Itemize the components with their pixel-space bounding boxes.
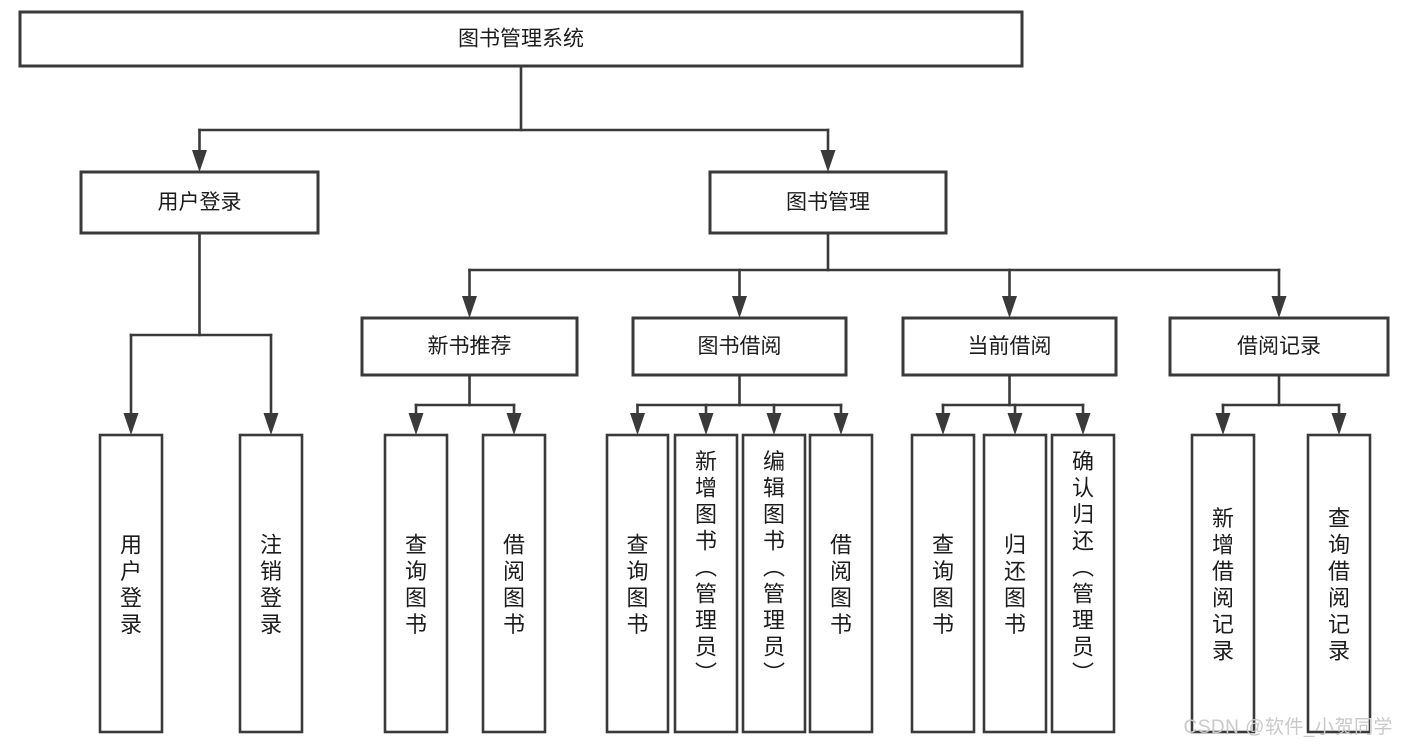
node-leaf-query-book-1[interactable]: 查询图书 [383,433,449,734]
arrow-to-leaf-confirm-return [1075,403,1091,435]
connector-layer [123,64,1347,435]
node-current-borrow-label: 当前借阅 [968,335,1052,358]
node-user-login[interactable]: 用户登录 [79,170,320,235]
node-leaf-borrow-book-1[interactable]: 借阅图书 [481,433,547,734]
arrow-to-user-login [192,128,207,172]
node-leaf-borrow-book-2[interactable]: 借阅图书 [808,433,874,734]
node-borrow-record[interactable]: 借阅记录 [1168,316,1390,377]
node-leaf-add-book[interactable]: 新增图书︵管理员︶ [673,433,739,734]
node-leaf-query-record-label: 查询借阅记录 [1328,506,1350,664]
node-new-book-rec-label: 新书推荐 [428,335,512,358]
arrow-to-leaf-borrow-book-2 [833,403,849,435]
node-user-login-label: 用户登录 [158,191,242,214]
node-leaf-borrow-book-1-label: 借阅图书 [503,533,525,638]
node-leaf-logout-label: 注销登录 [260,533,282,638]
node-leaf-edit-book-label: 编辑图书︵管理员︶ [763,449,785,686]
node-leaf-add-record-label: 新增借阅记录 [1212,506,1234,664]
arrow-to-book-manage [820,128,836,172]
node-leaf-confirm-return-label: 确认归还︵管理员︶ [1072,449,1094,686]
arrow-to-leaf-query-book-2 [630,403,645,435]
node-leaf-query-book-2-label: 查询图书 [626,533,648,638]
node-current-borrow[interactable]: 当前借阅 [901,316,1118,377]
arrow-to-leaf-add-record [1215,403,1231,435]
arrow-to-leaf-user-login [123,333,139,435]
node-leaf-user-login[interactable]: 用户登录 [98,433,164,734]
node-borrow-record-label: 借阅记录 [1237,335,1321,358]
node-root[interactable]: 图书管理系统 [18,10,1024,68]
arrow-to-leaf-add-book [698,403,714,435]
node-book-borrow-label: 图书借阅 [698,335,782,358]
node-new-book-rec[interactable]: 新书推荐 [360,316,579,377]
arrow-to-book-borrow [732,268,747,318]
node-leaf-confirm-return[interactable]: 确认归还︵管理员︶ [1050,433,1116,734]
node-leaf-query-book-1-label: 查询图书 [405,533,427,638]
arrow-to-new-book-rec [462,268,477,318]
arrow-to-leaf-query-book-3 [935,403,951,435]
node-leaf-add-book-label: 新增图书︵管理员︶ [695,449,717,686]
node-book-borrow[interactable]: 图书借阅 [631,316,848,377]
node-leaf-user-login-label: 用户登录 [120,533,142,638]
node-leaf-query-book-3[interactable]: 查询图书 [910,433,976,734]
node-leaf-edit-book[interactable]: 编辑图书︵管理员︶ [741,433,807,734]
node-leaf-return-book[interactable]: 归还图书 [982,433,1048,734]
node-leaf-logout[interactable]: 注销登录 [238,433,304,734]
node-leaf-borrow-book-2-label: 借阅图书 [830,533,852,638]
node-leaf-add-record[interactable]: 新增借阅记录 [1190,433,1256,734]
node-book-manage-label: 图书管理 [786,191,870,214]
node-leaf-query-book-3-label: 查询图书 [932,533,954,638]
node-leaf-query-record[interactable]: 查询借阅记录 [1306,433,1372,734]
arrow-to-borrow-record [1271,268,1287,318]
arrow-to-leaf-edit-book [766,403,782,435]
node-leaf-return-book-label: 归还图书 [1004,533,1026,638]
arrow-to-leaf-borrow-book-1 [506,403,522,435]
node-layer: 图书管理系统用户登录图书管理新书推荐图书借阅当前借阅借阅记录用户登录注销登录查询… [18,10,1390,734]
node-root-label: 图书管理系统 [458,28,584,51]
arrow-to-leaf-query-record [1331,403,1347,435]
arrow-to-leaf-query-book-1 [408,403,424,435]
node-book-manage[interactable]: 图书管理 [708,170,948,235]
arrow-to-leaf-logout [263,333,279,435]
arrow-to-current-borrow [1002,268,1017,318]
node-leaf-query-book-2[interactable]: 查询图书 [605,433,670,734]
arrow-to-leaf-return-book [1007,403,1023,435]
